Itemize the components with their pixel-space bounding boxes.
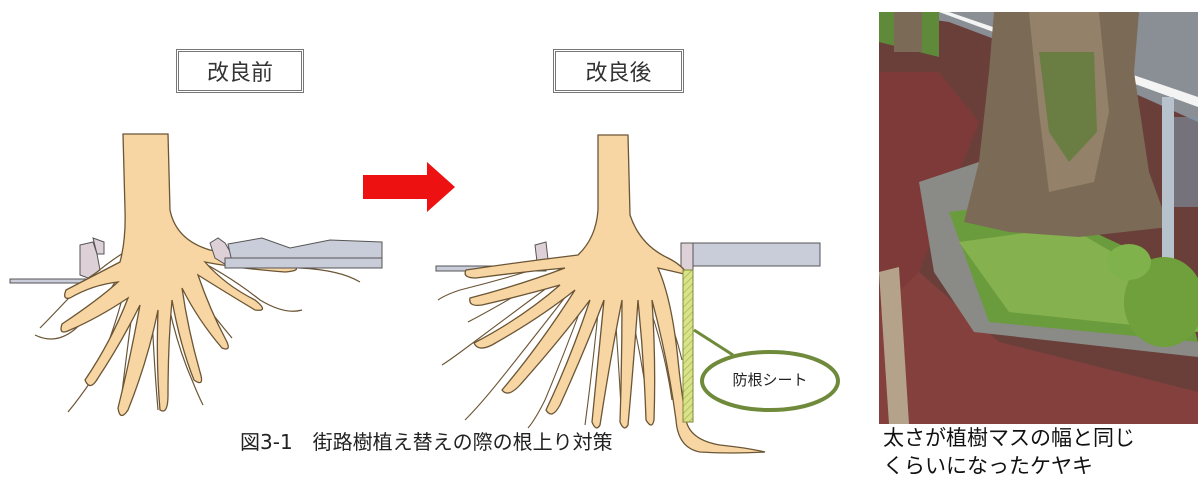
zelkova-photo (879, 12, 1198, 424)
before-lifted-paving (209, 237, 383, 269)
before-label: 改良前 (176, 49, 304, 93)
figure-caption: 図3-1 街路樹植え替えの際の根上り対策 (240, 430, 613, 454)
root-barrier-sheet (682, 269, 694, 423)
root-barrier-label: 防根シート (732, 371, 808, 389)
callout-ellipse (700, 350, 840, 412)
after-roots (464, 134, 766, 454)
before-roots (60, 133, 297, 417)
root-diagram (9, 133, 840, 454)
after-label: 改良後 (553, 49, 684, 93)
photo-caption: 太さが植樹マスの幅と同じ くらいになったケヤキ (883, 424, 1195, 480)
callout-leader (693, 328, 734, 357)
photo-caption-line2: くらいになったケヤキ (883, 454, 1093, 478)
photo-caption-line1: 太さが植樹マスの幅と同じ (883, 426, 1135, 450)
red-arrow (363, 162, 455, 212)
before-ground (9, 237, 105, 284)
